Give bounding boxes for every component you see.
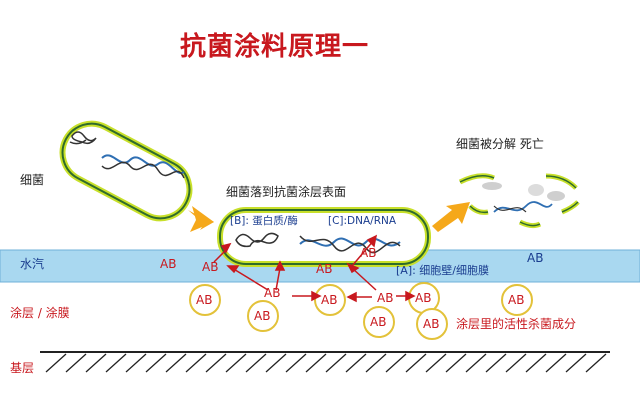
ab-circle (314, 284, 346, 316)
ab-label: AB (321, 293, 338, 307)
ab-label: AB (202, 260, 219, 274)
label-protein: [B]: 蛋白质/酶 (230, 215, 298, 227)
label-water-vapor: 水汽 (20, 257, 45, 271)
ab-label: AB (377, 291, 394, 305)
ab-label: AB (360, 246, 377, 260)
ab-circles (189, 282, 533, 340)
label-cell-wall: [A]: 细胞壁/细胞膜 (396, 264, 490, 277)
label-substrate: 基层 (10, 361, 35, 375)
label-decomposed: 细菌被分解 死亡 (456, 137, 544, 151)
ab-circle (416, 308, 448, 340)
ab-label: AB (254, 309, 271, 323)
ab-label: AB (423, 317, 440, 331)
page-title: 抗菌涂料原理一 (180, 32, 370, 62)
reaction-arrows (213, 234, 416, 303)
arrow-decompose (432, 202, 470, 232)
ab-label: AB (316, 262, 333, 276)
label-landing: 细菌落到抗菌涂层表面 (226, 185, 347, 199)
label-bacteria: 细菌 (20, 173, 45, 187)
ab-circle (247, 300, 279, 332)
ab-label: AB (415, 291, 432, 305)
ab-label: AB (370, 315, 387, 329)
bacterium-free (59, 120, 193, 222)
label-active-ingredient: 涂层里的活性杀菌成分 (456, 317, 577, 331)
bacterium-landed (217, 207, 431, 267)
substrate-layer (40, 351, 610, 373)
ab-label: AB (196, 293, 213, 307)
arrow-landing-head (190, 206, 214, 232)
label-dna: [C]:DNA/RNA (328, 215, 397, 227)
ab-label: AB (508, 293, 525, 307)
ab-label: AB (264, 286, 281, 300)
ab-label: AB (160, 257, 177, 271)
label-coating: 涂层 / 涂膜 (10, 306, 70, 320)
ab-label: AB (527, 251, 544, 265)
ab-circle (189, 284, 221, 316)
ab-circle (501, 284, 533, 316)
bacterium-fragments (458, 173, 580, 229)
ab-circle (363, 306, 395, 338)
